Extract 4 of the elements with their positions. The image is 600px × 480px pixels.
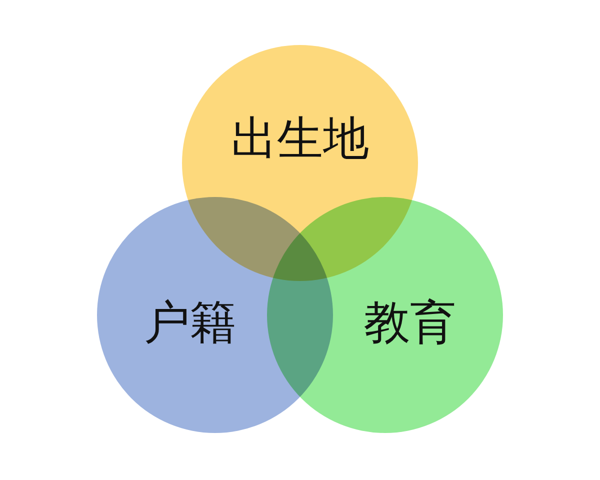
circle-label: 出生地 [231, 110, 369, 167]
circle-label: 教育 [364, 294, 456, 351]
venn-circle [267, 197, 503, 433]
circle-label: 户籍 [144, 294, 236, 351]
